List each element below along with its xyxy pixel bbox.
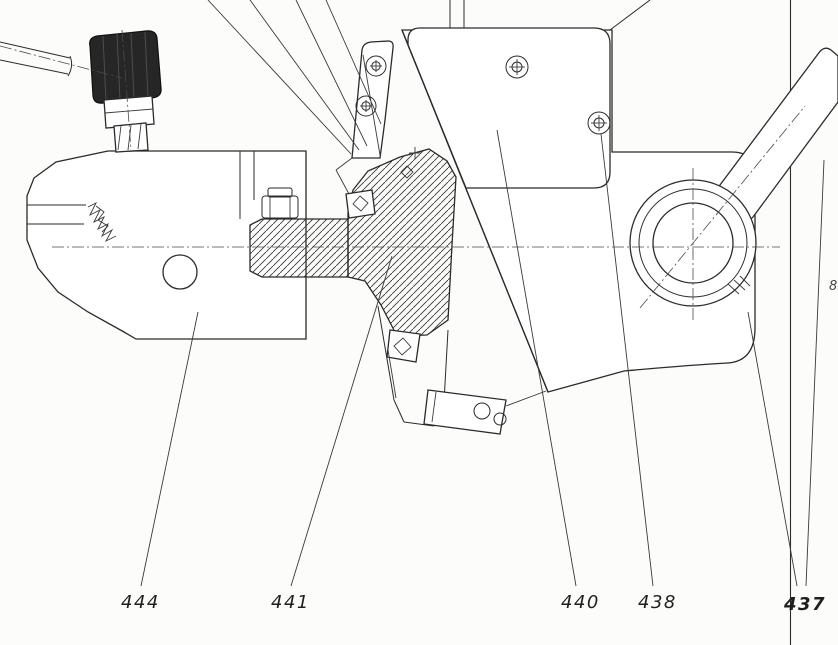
- pivot-arm: [335, 40, 421, 219]
- shaft-section: [249, 148, 457, 337]
- knob-neck: [113, 122, 149, 153]
- leader-437: [747, 311, 798, 587]
- part-labels: 444 441 440 438 437 8: [121, 279, 837, 615]
- leader-437: [805, 159, 825, 587]
- arm-bolt-icon: [365, 55, 387, 77]
- pivot-block: [345, 189, 376, 219]
- grip-knob: [89, 30, 162, 104]
- part-label-441: 441: [271, 592, 310, 613]
- knob-axis-centerline: [121, 29, 132, 151]
- clamp-body: [26, 150, 307, 340]
- spring-teeth: [87, 201, 117, 243]
- screw-icon: [505, 55, 529, 79]
- housing-edge-line: [401, 0, 651, 393]
- keyed-block: [386, 329, 421, 363]
- knob-assembly: [0, 30, 162, 153]
- part-label-438: 438: [638, 592, 677, 613]
- bottom-bracket: [377, 305, 547, 435]
- tube-axis-centerline: [0, 45, 123, 79]
- part-label-444: 444: [121, 592, 160, 613]
- leader-438: [600, 133, 654, 587]
- knob-collar: [103, 95, 155, 129]
- plus-mark: [409, 147, 421, 159]
- leader-441: [290, 255, 393, 587]
- edge-fragment-label: 8: [829, 279, 837, 294]
- bar-axis-centerline: [639, 105, 806, 309]
- bolt-end: [473, 402, 491, 420]
- lower-block: [423, 389, 547, 435]
- part-label-437: 437: [783, 594, 826, 615]
- part-leader-lines: [140, 129, 825, 587]
- surface-ticks: [727, 275, 751, 295]
- leader-444: [140, 311, 199, 587]
- bolt-end: [493, 412, 507, 426]
- flange-section: [347, 148, 457, 337]
- centerlines: [0, 29, 806, 322]
- spring-teeth: [95, 205, 109, 233]
- retainer-bolt: [261, 187, 299, 219]
- arm-bolt-icon: [355, 95, 377, 117]
- clamp-hole: [162, 254, 198, 290]
- diamond-mark: [400, 165, 414, 179]
- leader-440: [496, 129, 577, 587]
- part-label-440: 440: [561, 592, 600, 613]
- screw-icon: [587, 111, 611, 135]
- feed-tube: [0, 41, 73, 77]
- cover-plate: [407, 27, 611, 189]
- top-leader-lines: [207, 0, 382, 155]
